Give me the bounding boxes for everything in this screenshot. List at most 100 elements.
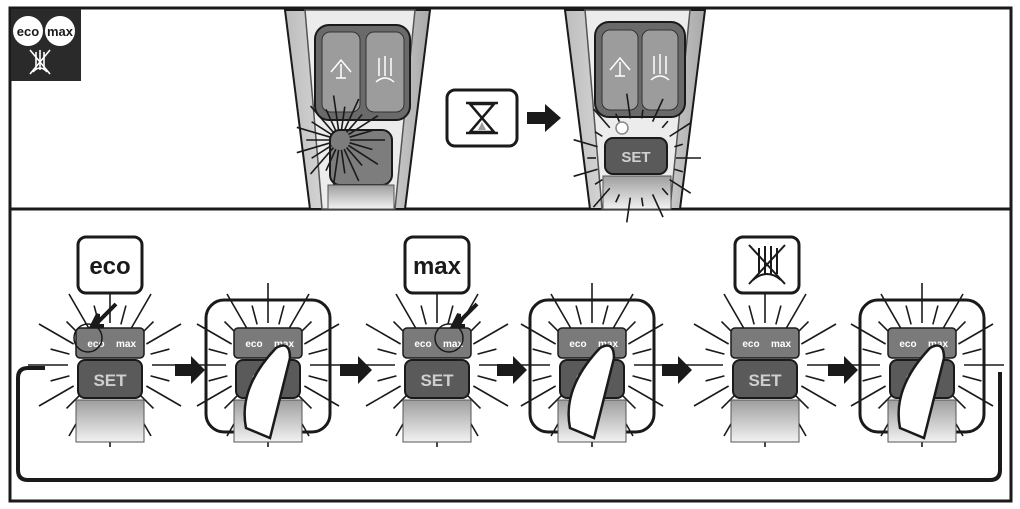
glow-ray	[532, 348, 552, 355]
mode-box-eco: eco	[76, 235, 144, 295]
glow-ray	[196, 323, 233, 345]
glow-ray	[862, 375, 882, 382]
glow-ray	[693, 385, 730, 407]
glow-ray	[420, 305, 427, 325]
glow-ray	[748, 305, 755, 325]
mode-box-max: max	[403, 235, 471, 295]
glow-ray	[50, 348, 70, 355]
glow-ray	[466, 394, 482, 410]
pointer-arrow-icon	[88, 302, 118, 328]
glow-ray	[674, 168, 684, 173]
finger-press	[243, 344, 292, 440]
glow-ray	[50, 375, 70, 382]
right-arrow-icon	[527, 104, 561, 132]
mode-strip	[730, 327, 800, 359]
glow-ray	[208, 348, 228, 355]
brush-bristles	[75, 399, 145, 443]
glow-ray	[651, 194, 664, 218]
glow-ray	[615, 194, 621, 203]
glow-ray	[347, 114, 379, 136]
glow-ray	[278, 305, 285, 325]
glow-ray	[640, 197, 644, 207]
brush-bristles	[402, 399, 472, 443]
glow-ray	[594, 130, 603, 138]
right-arrow-icon	[662, 356, 692, 384]
set-button-label: SET	[621, 149, 650, 166]
strip-eco-text: eco	[569, 339, 586, 350]
glow-ray	[573, 168, 598, 178]
highlight-ring	[434, 323, 464, 353]
glow-ray	[520, 385, 557, 407]
glow-ray	[625, 93, 632, 119]
glow-ray	[877, 394, 893, 410]
no-bristles-icon	[748, 244, 786, 285]
strip-max-text: max	[443, 339, 463, 350]
glow-ray	[957, 323, 994, 345]
strip-eco-text: eco	[245, 339, 262, 350]
glow-ray	[345, 113, 363, 133]
glow-ray	[309, 147, 335, 175]
strip-eco-text: eco	[87, 339, 104, 350]
glow-ray	[343, 98, 360, 132]
glow-ray	[794, 394, 810, 410]
glow-ray	[447, 305, 454, 325]
glow-ray	[296, 126, 331, 138]
glow-ray	[669, 122, 692, 138]
glow-ray	[477, 375, 497, 382]
turbine-icon	[609, 56, 631, 77]
glow-ray	[308, 375, 328, 382]
strip-eco-text: eco	[899, 339, 916, 350]
bristle-icon	[650, 54, 670, 81]
strip-max-text: max	[771, 339, 791, 350]
glow-ray	[377, 375, 397, 382]
glow-ray	[661, 187, 669, 196]
glow-ray	[340, 149, 346, 174]
glow-ray	[472, 323, 509, 345]
glow-ray	[150, 375, 170, 382]
strip-eco-text: eco	[742, 339, 759, 350]
glow-ray	[65, 394, 81, 410]
glow-ray	[365, 385, 402, 407]
mode-box-no-bristles	[733, 235, 801, 295]
glow-ray	[68, 293, 90, 330]
strip-max-text: max	[116, 339, 136, 350]
glow-burst	[573, 93, 701, 223]
glow-ray	[674, 143, 684, 148]
glow-ray	[349, 142, 373, 151]
glow-ray	[592, 187, 611, 208]
outer-frame	[8, 6, 1013, 503]
finger-press	[567, 344, 616, 440]
glow-ray	[651, 98, 664, 122]
glow-ray	[251, 305, 258, 325]
set-button	[404, 359, 470, 399]
glow-ray	[632, 375, 652, 382]
glow-ray	[145, 385, 182, 407]
glow-ray	[573, 138, 598, 148]
set-button-label: SET	[420, 371, 454, 390]
glow-ray	[120, 305, 127, 325]
glow-ray	[477, 348, 497, 355]
badge-eco-text: eco	[17, 24, 39, 39]
glow-ray	[962, 375, 982, 382]
glow-ray	[800, 385, 837, 407]
glow-ray	[615, 113, 621, 122]
glow-ray	[705, 375, 725, 382]
glow-ray	[349, 129, 373, 138]
glow-ray	[520, 323, 557, 345]
glow-ray	[38, 323, 75, 345]
right-arrow-icon	[497, 356, 527, 384]
glow-ray	[575, 305, 582, 325]
glow-ray	[332, 95, 340, 131]
glow-ray	[785, 293, 807, 330]
glow-ray	[951, 394, 967, 410]
turbine-icon	[330, 58, 352, 79]
glow-ray	[150, 348, 170, 355]
glow-ray	[661, 120, 669, 129]
bristle-icon	[375, 56, 395, 83]
glow-ray	[472, 385, 509, 407]
